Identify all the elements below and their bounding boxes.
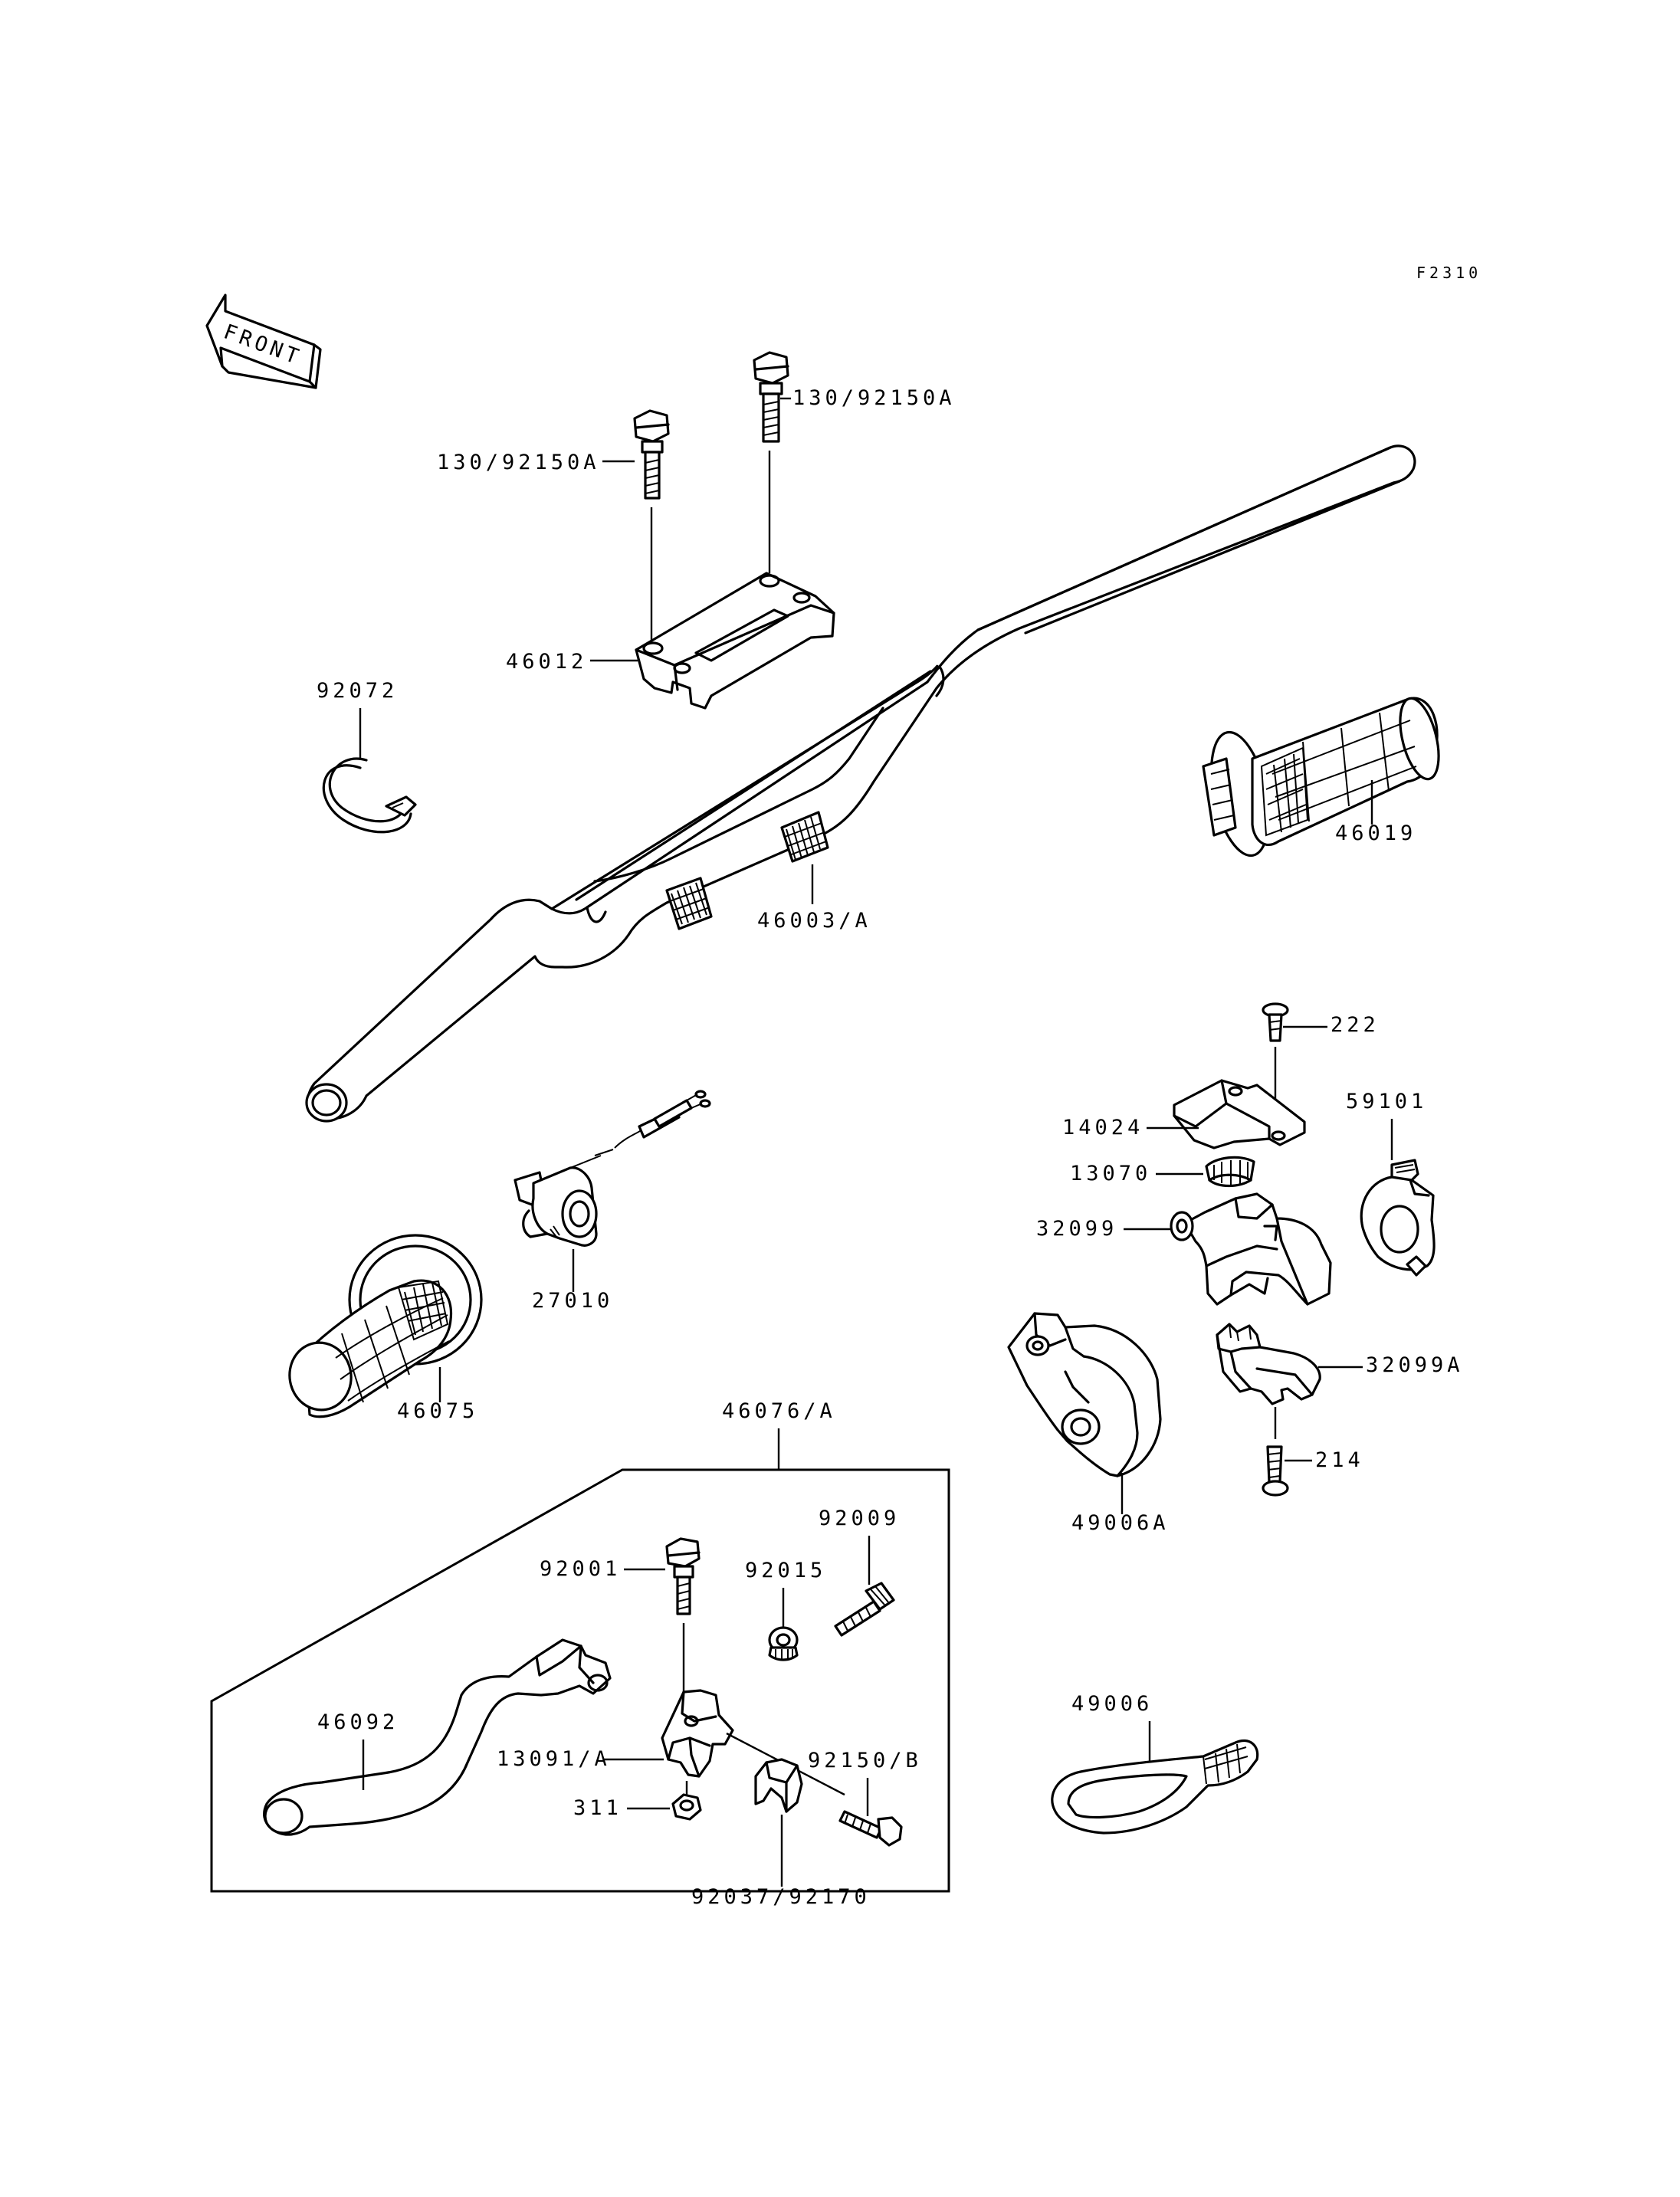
label-throttle-49006a: 49006A — [1071, 1511, 1170, 1535]
label-bolt-right: 130/92150A — [792, 386, 956, 410]
label-bolt-92009: 92009 — [819, 1507, 900, 1530]
housing-32099a-icon — [1216, 1323, 1321, 1405]
plate-13070-icon — [1205, 1156, 1255, 1188]
label-collar-92037: 92037/92170 — [691, 1885, 871, 1909]
label-screw-214: 214 — [1315, 1448, 1364, 1472]
label-nut-92015: 92015 — [745, 1559, 826, 1582]
bolt-92009-icon — [834, 1582, 895, 1637]
grip-right-icon — [1202, 697, 1440, 857]
label-holder-13091: 13091/A — [497, 1747, 611, 1771]
band-icon — [322, 757, 417, 834]
label-cover-14024: 14024 — [1062, 1116, 1144, 1139]
cover-14024-icon — [1173, 1079, 1306, 1149]
front-arrow-icon: FRONT — [205, 293, 322, 389]
lever-46092-icon — [263, 1638, 612, 1836]
figure-code: F2310 — [1416, 264, 1481, 282]
label-band: 92072 — [317, 679, 398, 703]
case-59101-icon — [1360, 1159, 1436, 1277]
label-housing-32099a: 32099A — [1366, 1353, 1464, 1377]
throttle-49006a-icon — [1007, 1312, 1162, 1477]
handlebar-icon — [305, 444, 1416, 1123]
label-plate-13070: 13070 — [1070, 1162, 1151, 1185]
label-grip-left: 46075 — [397, 1399, 478, 1423]
label-bolt-92001: 92001 — [540, 1557, 621, 1581]
holder-13091-icon — [661, 1689, 734, 1778]
label-grip-right: 46019 — [1335, 821, 1416, 845]
label-bolt-left: 130/92150A — [437, 451, 600, 474]
grip-left-icon — [288, 1234, 483, 1418]
switch-27010-icon — [514, 1090, 711, 1247]
label-case-59101: 59101 — [1346, 1090, 1427, 1113]
label-bolt-92150b: 92150/B — [808, 1749, 922, 1772]
collar-92037-icon — [754, 1758, 803, 1813]
lever-assy-box — [210, 1468, 950, 1893]
label-screw-222: 222 — [1331, 1013, 1380, 1037]
nut-92015-icon — [768, 1626, 799, 1661]
bolt-92001-icon — [665, 1537, 701, 1615]
nut-311-icon — [671, 1793, 702, 1821]
screw-214-icon — [1262, 1445, 1289, 1497]
bolt-92150b-icon — [838, 1810, 903, 1847]
label-holder: 46012 — [506, 650, 587, 674]
label-cover-49006: 49006 — [1071, 1692, 1153, 1716]
housing-32099-icon — [1170, 1192, 1332, 1306]
label-lever-46092: 46092 — [317, 1710, 399, 1734]
bolt-left-icon — [633, 409, 670, 500]
label-nut-311: 311 — [573, 1796, 622, 1820]
screw-222-icon — [1262, 1002, 1289, 1042]
label-housing-32099: 32099 — [1036, 1217, 1117, 1241]
label-lever-assy: 46076/A — [722, 1399, 836, 1423]
bolt-right-icon — [753, 351, 789, 443]
cover-49006-icon — [1051, 1739, 1259, 1835]
label-handlebar: 46003/A — [757, 909, 871, 933]
label-switch-27010: 27010 — [532, 1289, 613, 1313]
handlebar-holder-icon — [635, 572, 835, 710]
